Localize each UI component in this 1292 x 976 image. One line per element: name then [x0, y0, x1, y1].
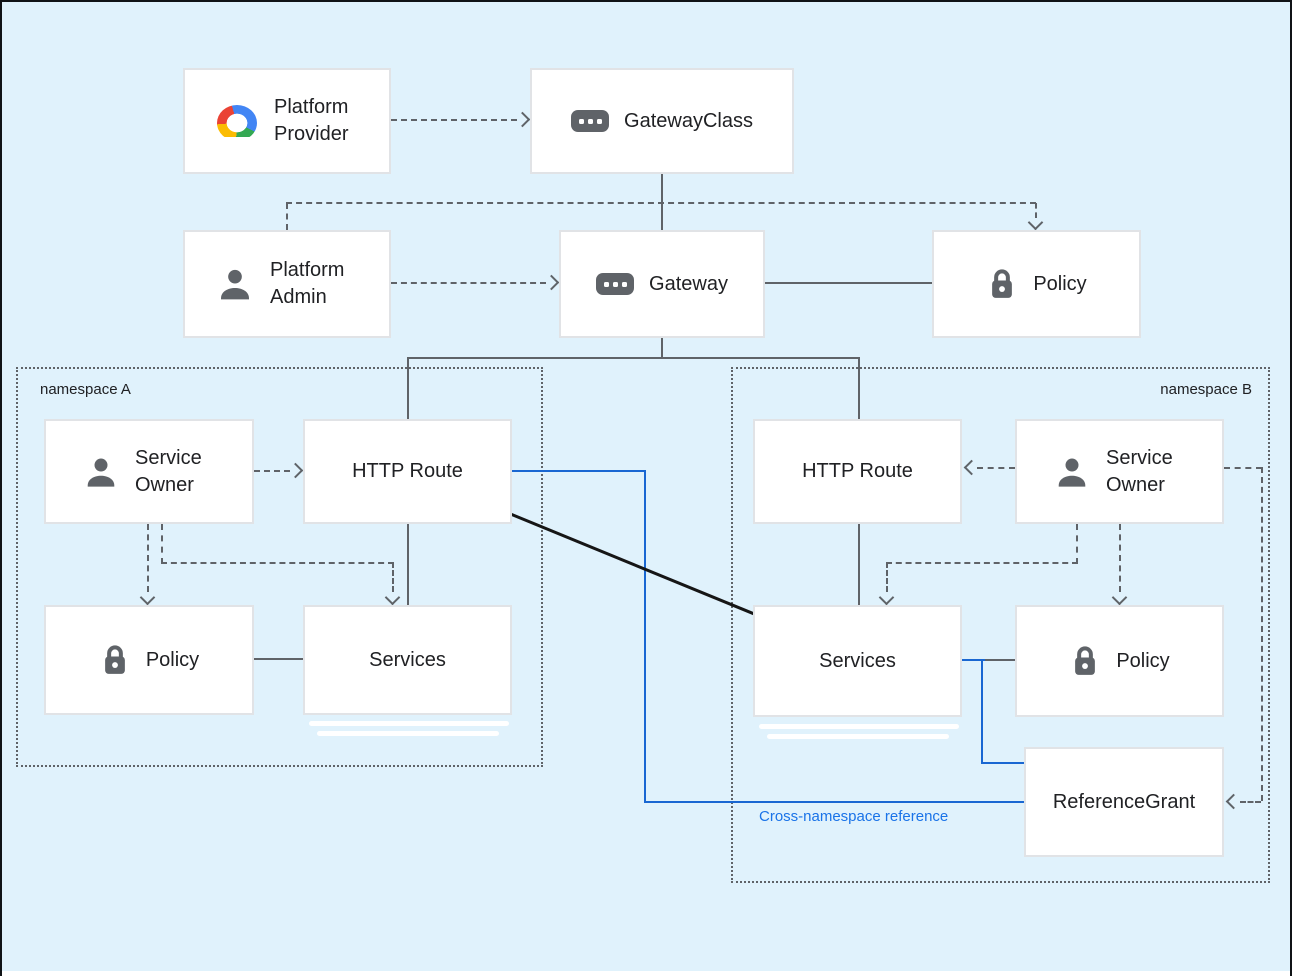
line-segment: [147, 524, 149, 592]
lock-icon: [104, 644, 125, 674]
line-segment: [407, 357, 409, 419]
line-segment: [1224, 467, 1262, 469]
line-segment: [254, 658, 303, 660]
line-segment: [391, 119, 517, 121]
node-label: Policy: [145, 648, 200, 671]
node-policy-cluster: Policy: [932, 230, 1141, 338]
node-policy-a: Policy: [44, 605, 254, 715]
line-segment: [765, 282, 932, 284]
node-label: Services: [369, 648, 446, 671]
node-platform-admin: Platform Admin: [183, 230, 391, 338]
node-label: Service Owner: [1106, 446, 1173, 496]
cross-namespace-reference-label: Cross-namespace reference: [759, 808, 949, 825]
services-a-stack-line: [317, 731, 499, 736]
node-label: Platform Admin: [270, 259, 345, 308]
line-segment: [858, 357, 860, 419]
services-b-stack-line: [759, 724, 959, 729]
google-cloud-logo: [215, 103, 259, 140]
node-services-a: Services: [303, 605, 512, 715]
line-segment: [961, 659, 985, 661]
line-segment: [661, 338, 663, 359]
node-label: Gateway: [649, 272, 728, 295]
person-icon: [1058, 458, 1086, 487]
line-segment: [886, 562, 1078, 564]
node-label: HTTP Route: [352, 460, 463, 482]
line-segment: [981, 762, 1024, 764]
line-segment: [286, 203, 288, 230]
line-segment: [961, 659, 1015, 661]
line-segment: [644, 801, 1024, 803]
namespace-b-region: [731, 367, 1270, 883]
line-segment: [392, 562, 394, 592]
line-segment: [391, 282, 546, 284]
node-label: Services: [819, 649, 896, 672]
node-referencegrant: ReferenceGrant: [1024, 747, 1224, 857]
node-service-owner-a: Service Owner: [44, 419, 254, 524]
arrowhead-right: [543, 274, 560, 291]
node-http-route-b: HTTP Route: [753, 419, 962, 524]
line-segment: [407, 524, 409, 605]
node-label: ReferenceGrant: [1052, 790, 1196, 813]
line-segment: [161, 562, 394, 564]
node-label: Platform Provider: [274, 96, 349, 145]
node-policy-b: Policy: [1015, 605, 1224, 717]
line-segment: [644, 470, 646, 803]
node-platform-provider: Platform Provider: [183, 68, 391, 174]
node-http-route-a: HTTP Route: [303, 419, 512, 524]
line-segment: [858, 524, 860, 605]
node-label: HTTP Route: [802, 460, 913, 482]
node-label: GatewayClass: [624, 109, 753, 132]
line-segment: [977, 467, 1015, 469]
node-label: Policy: [1116, 649, 1170, 672]
line-segment: [1240, 801, 1261, 803]
line-segment: [286, 202, 1036, 204]
arrowhead-down: [1027, 214, 1044, 231]
node-gatewayclass: GatewayClass: [530, 68, 794, 174]
canvas-bottom-edge: [2, 971, 1290, 976]
node-services-b: Services: [753, 605, 962, 717]
namespace-a-region: [16, 367, 543, 767]
services-a-stack-line: [309, 721, 509, 726]
line-segment: [254, 470, 290, 472]
node-gateway: Gateway: [559, 230, 765, 338]
arrowhead-right: [514, 111, 531, 128]
line-segment: [512, 470, 646, 472]
line-segment: [886, 562, 888, 592]
edge-httproute-a-to-services-b: [510, 513, 755, 616]
line-segment: [161, 524, 163, 564]
line-segment: [1261, 467, 1263, 801]
gateway-icon: [596, 273, 635, 295]
node-service-owner-b: Service Owner: [1015, 419, 1224, 524]
line-segment: [1076, 524, 1078, 564]
namespace-b-label: namespace B: [1160, 381, 1252, 398]
line-segment: [407, 357, 860, 359]
line-segment: [1035, 203, 1037, 218]
line-segment: [1119, 524, 1121, 592]
node-label: Service Owner: [135, 446, 202, 496]
node-label: Policy: [1033, 272, 1087, 295]
services-b-stack-line: [767, 734, 949, 739]
namespace-a-label: namespace A: [40, 381, 131, 398]
lock-icon: [1075, 645, 1096, 675]
person-icon: [87, 458, 115, 487]
lock-icon: [992, 268, 1013, 298]
line-segment: [981, 659, 983, 764]
gateway-icon: [571, 110, 610, 132]
person-icon: [221, 269, 249, 300]
